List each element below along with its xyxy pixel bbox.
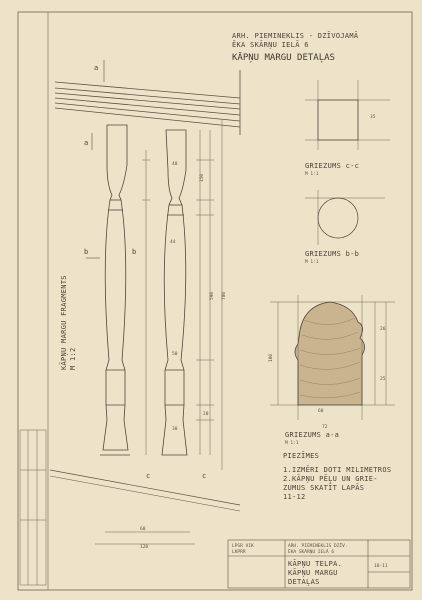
notes-line1: 1.IZMĒRI DOTI MILIMETROS [283,465,391,474]
notes-line4: 11-12 [283,493,306,501]
top-title-line2: ĒKA SKĀRŅU IELĀ 6 [232,40,309,50]
dim-100: 100 [268,354,274,362]
side-label-line1: KĀPŅU MARGU FRAGMENTS [59,275,69,370]
dim-48: 48 [172,161,178,167]
dim-50: 50 [172,351,178,357]
section-mark-b-left: b [84,248,89,256]
baluster-side-view [100,124,130,456]
section-a-a-label: GRIEZUMS a-a [285,431,339,439]
section-mark-a-left: a [84,139,89,147]
section-c-c-drawing [305,80,390,150]
dim-120-bottom: 120 [140,544,148,550]
title-proj1: ARH. PIEMINEKLIS DZĪV. [288,542,348,549]
section-b-b-drawing [305,190,385,245]
handrail [54,70,241,135]
dim-780: 780 [221,292,227,300]
dim-590: 590 [209,292,215,300]
sheet-border [17,11,413,591]
title-dept1: LPSR VIK [232,543,254,549]
section-mark-c-right: c [202,472,207,480]
section-mark-c-left: c [146,472,151,480]
title-name1: KĀPŅU TELPA. [288,559,342,569]
dim-25: 25 [380,376,386,382]
section-a-a-scale: M 1:1 [285,440,299,446]
dim-60-bottom: 60 [140,526,146,532]
dim-30: 30 [172,426,178,432]
dim-26: 26 [380,326,386,332]
section-mark-a-top: a [94,64,99,72]
section-mark-b-right: b [132,248,137,256]
left-stamp-block [19,429,47,586]
top-title-line3: KĀPŅU MARGU DETAĻAS [232,52,335,63]
section-b-b-scale: M 1:1 [305,259,319,265]
dim-150: 150 [199,174,205,182]
baluster-front-view [161,129,188,456]
section-a-a-drawing [270,295,395,420]
side-label-line2: M 1:2 [69,347,77,370]
stair-slope-line [49,469,241,506]
title-name2: KĀPŅU MARGU [288,568,338,578]
dim-60b: 60 [318,408,324,414]
section-c-c-label: GRIEZUMS c-c [305,162,359,170]
section-b-b-label: GRIEZUMS b-b [305,250,359,258]
stair-slope-line-2 [49,475,241,512]
title-sheet-number: 10-11 [374,563,388,569]
dim-20: 20 [203,411,209,417]
notes-line3: ZUMUS SKATĪT LAPĀS [283,483,364,492]
dim-44: 44 [170,239,176,245]
dim-72: 72 [322,424,328,430]
section-c-c-scale: M 1:1 [305,171,319,177]
title-dept2: LKPRR [232,549,246,555]
notes-line2: 2.KĀPŅU PĒĻU UN GRIE- [283,474,378,484]
notes-heading: PIEZĪMES [283,451,319,460]
title-name3: DETAĻAS [288,578,320,587]
top-title-line1: ARH. PIEMINEKLIS - DZĪVOJAMĀ [232,31,359,40]
title-block [227,539,411,589]
title-proj2: ĒKA SKĀRŅU IELĀ 6 [288,548,334,555]
dimension-chain [142,120,223,470]
dim-35: 35 [370,114,376,120]
